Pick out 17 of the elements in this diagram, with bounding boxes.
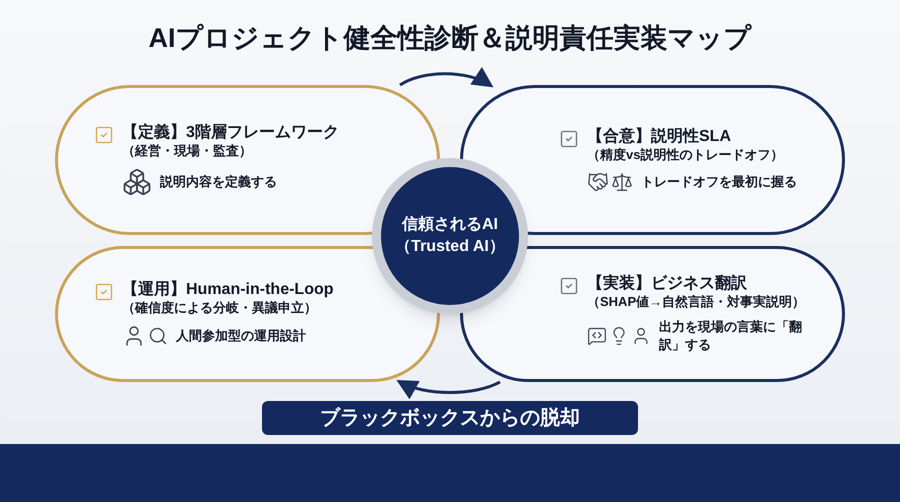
card-subheading: （経営・現場・監査） [122,142,253,160]
card-description: 人間参加型の運用設計 [176,327,306,346]
diagram-title: AIプロジェクト健全性診断＆説明責任実装マップ [148,22,752,55]
card-heading: 【合意】説明性SLA [587,126,732,147]
card-description: 出力を現場の言葉に「翻訳」する [659,318,803,354]
card-heading: 【運用】Human-in-the-Loop [122,280,334,300]
card-description: トレードオフを最初に握る [641,173,797,192]
arrow [396,380,501,399]
arrow [399,68,494,88]
card-description: 説明内容を定義する [160,173,277,192]
center-label: 信頼されるAI（Trusted AI） [395,214,505,257]
card-subheading: （SHAP値→自然言語・対事実説明） [587,294,806,310]
banner: ブラックボックスからの脱却 [262,401,638,435]
card-subheading: （精度vs説明性のトレードオフ） [587,146,784,164]
card-subheading: （確信度による分岐・異議申立） [122,300,318,316]
card-heading: 【実装】ビジネス翻訳 [587,274,748,294]
card-heading: 【定義】3階層フレームワーク [122,122,339,143]
